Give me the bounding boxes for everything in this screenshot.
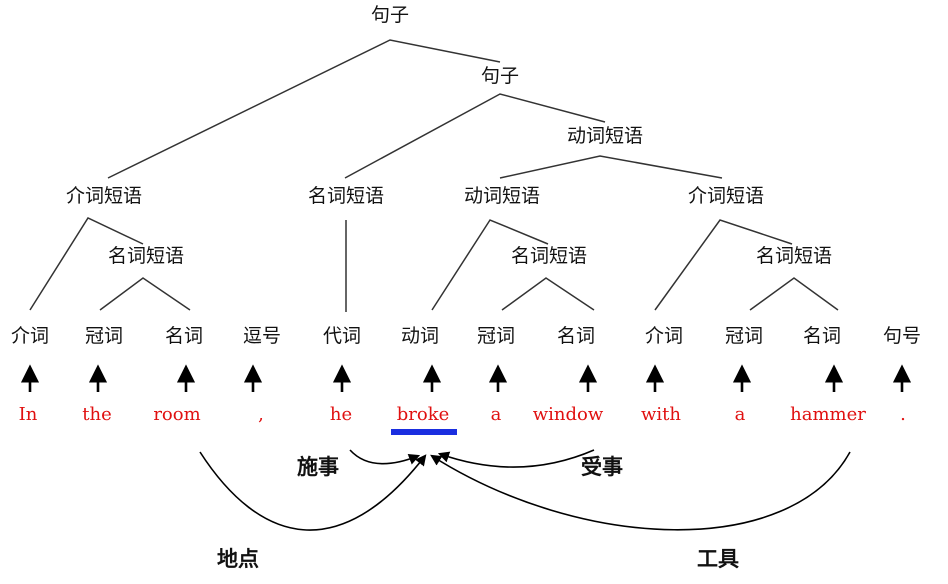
word-token: he xyxy=(330,404,352,425)
word-token: , xyxy=(258,404,264,425)
edge-pp1 xyxy=(29,217,144,311)
pos-tag: 冠词 xyxy=(85,325,123,347)
pos-tag: 名词 xyxy=(557,325,595,347)
node-noun-phrase-hammer: 名词短语 xyxy=(756,245,832,267)
role-labels: 施事 受事 地点 工具 xyxy=(217,454,739,571)
location-arc xyxy=(199,451,427,531)
node-noun-phrase-window: 名词短语 xyxy=(511,245,587,267)
agent-arc xyxy=(349,449,421,465)
word-token: with xyxy=(641,404,681,425)
node-noun-phrase-he: 名词短语 xyxy=(308,185,384,207)
edge-np1 xyxy=(99,277,191,311)
role-label-agent: 施事 xyxy=(297,454,339,479)
sentence-words: In the room , he broke a window with a h… xyxy=(19,404,906,425)
patient-arc xyxy=(437,449,595,468)
node-verb-phrase-broke: 动词短语 xyxy=(464,185,540,207)
word-token: . xyxy=(900,404,906,425)
pos-tag: 名词 xyxy=(165,325,203,347)
edge-np3 xyxy=(501,277,595,311)
word-token: room xyxy=(153,404,200,425)
word-token: a xyxy=(491,404,502,425)
tree-edges xyxy=(29,39,839,312)
verb-highlight-bar xyxy=(391,429,457,435)
role-arcs xyxy=(199,449,851,531)
edge-pp2 xyxy=(654,219,793,311)
word-token: hammer xyxy=(790,404,866,425)
role-label-patient: 受事 xyxy=(581,454,623,479)
word-arrows xyxy=(20,364,912,392)
pos-tag: 逗号 xyxy=(243,325,281,347)
instrument-arc xyxy=(430,451,851,531)
word-token: a xyxy=(735,404,746,425)
node-verb-phrase-main: 动词短语 xyxy=(567,125,643,147)
node-prep-phrase-1: 介词短语 xyxy=(66,185,142,207)
edge-vp1 xyxy=(499,155,723,179)
node-noun-phrase-room: 名词短语 xyxy=(108,245,184,267)
edge-np4 xyxy=(749,277,839,311)
pos-tag: 冠词 xyxy=(725,325,763,347)
tree-nodes: 句子 句子 动词短语 介词短语 名词短语 名词短语 动词短语 介词短语 名词短语… xyxy=(66,4,832,267)
pos-tag: 冠词 xyxy=(477,325,515,347)
word-token-verb: broke xyxy=(397,404,450,425)
pos-tag: 句号 xyxy=(883,325,921,347)
pos-tag: 动词 xyxy=(401,325,439,347)
edge-s1 xyxy=(107,39,501,179)
edge-s2 xyxy=(344,93,606,179)
pos-tag: 名词 xyxy=(803,325,841,347)
node-sentence-inner: 句子 xyxy=(481,65,519,87)
node-sentence-root: 句子 xyxy=(371,4,409,26)
pos-tags: 介词 冠词 名词 逗号 代词 动词 冠词 名词 介词 冠词 名词 句号 xyxy=(11,325,921,347)
role-label-instrument: 工具 xyxy=(697,546,739,571)
pos-tag: 代词 xyxy=(323,325,361,347)
word-token: In xyxy=(19,404,38,425)
pos-tag: 介词 xyxy=(11,325,49,347)
edge-vp2 xyxy=(431,219,549,311)
role-label-location: 地点 xyxy=(217,546,259,571)
word-token: window xyxy=(533,404,604,425)
node-prep-phrase-2: 介词短语 xyxy=(688,185,764,207)
pos-tag: 介词 xyxy=(645,325,683,347)
word-token: the xyxy=(82,404,111,425)
